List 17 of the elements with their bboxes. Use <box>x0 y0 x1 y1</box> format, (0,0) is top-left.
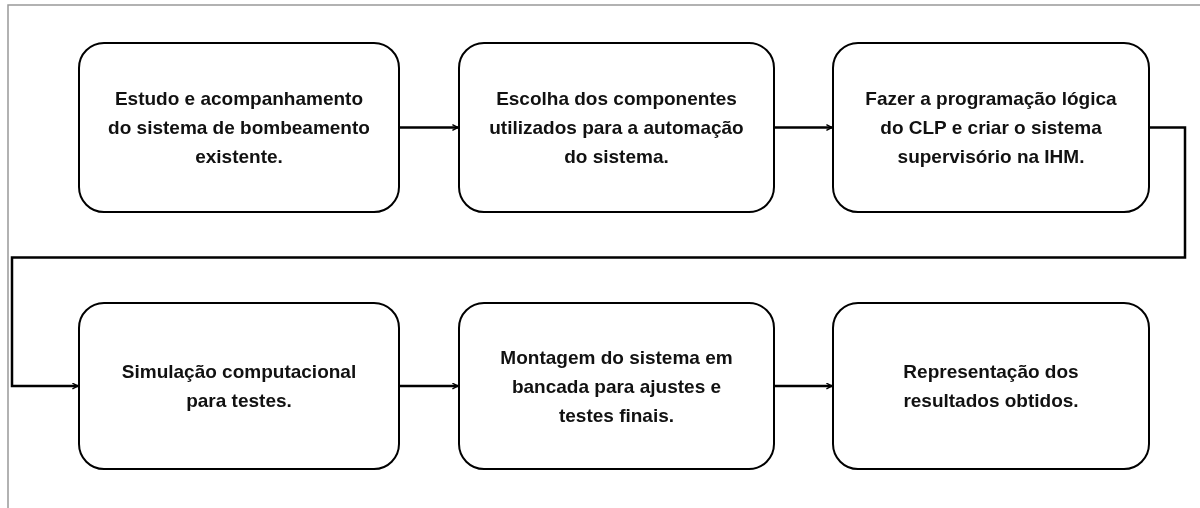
process-box <box>832 302 1150 470</box>
step-text: Estudo e acompanhamento do sistema de bombeamento existente. <box>107 87 371 169</box>
arrow <box>10 126 1187 390</box>
arrow <box>400 382 459 390</box>
step-text: Simulação computacional para testes. <box>120 360 358 413</box>
process-box <box>458 42 775 213</box>
step-text: Montagem do sistema em bancada para ajustes e testes finais. <box>499 345 734 428</box>
process-box <box>78 302 400 470</box>
step-text: Fazer a programação lógica do CLP e criar o sistema supervisório na IHM. <box>864 87 1118 169</box>
arrow <box>400 124 459 131</box>
process-box <box>832 42 1150 213</box>
step-text: Escolha dos componentes utilizados para a automação do sistema. <box>488 87 745 169</box>
step-text: Representação dos resultados obtidos. <box>902 360 1080 413</box>
arrow <box>775 124 833 131</box>
arrow <box>775 382 833 390</box>
process-box <box>458 302 775 470</box>
process-box <box>78 42 400 213</box>
